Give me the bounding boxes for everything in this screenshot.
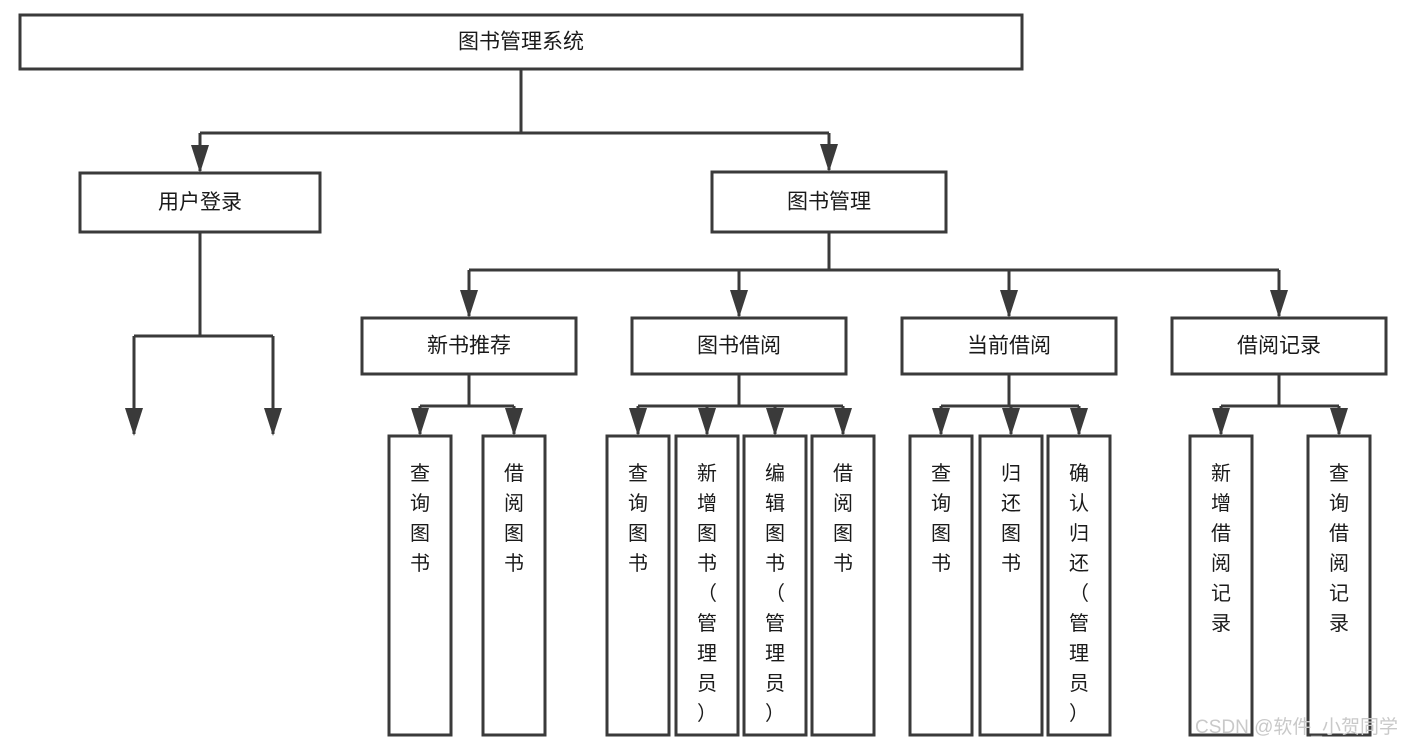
node-root[interactable]: 图书管理系统	[18, 13, 1024, 71]
node-label-book-borrow: 图书借阅	[697, 335, 781, 358]
node-leaf-confirm-return[interactable]: 确认归还（管理员）	[1046, 434, 1112, 737]
arrow-leaf-query-record	[1330, 408, 1348, 436]
node-box-book-borrow	[630, 316, 848, 376]
csdn-watermark: CSDN @软件_小贺同学	[1195, 716, 1398, 738]
arrow-leaf-query-book-3	[932, 408, 950, 436]
node-label-leaf-confirm-return: 确认归还（管理员）	[1069, 462, 1089, 725]
node-leaf-return-book[interactable]: 归还图书	[978, 434, 1044, 737]
arrow-leaf-add-record	[1212, 408, 1230, 436]
node-box-current-borrow	[900, 316, 1118, 376]
node-leaf-query-book-1[interactable]: 查询图书	[387, 434, 453, 737]
node-label-root: 图书管理系统	[458, 31, 584, 54]
node-label-leaf-query-book-1: 查询图书	[410, 462, 430, 575]
node-user-login[interactable]: 用户登录	[78, 171, 322, 234]
node-leaf-query-record[interactable]: 查询借阅记录	[1306, 434, 1372, 737]
node-label-user-login: 用户登录	[158, 191, 242, 214]
node-box-leaf-edit-book	[742, 434, 808, 737]
node-label-borrow-record: 借阅记录	[1237, 335, 1321, 358]
node-leaf-borrow-book-1[interactable]: 借阅图书	[481, 434, 547, 737]
node-label-leaf-add-record: 新增借阅记录	[1211, 462, 1231, 635]
arrow-borrow-record	[1270, 290, 1288, 318]
node-label-leaf-edit-book: 编辑图书（管理员）	[765, 462, 785, 725]
arrow-new-book-recommend	[460, 290, 478, 318]
node-box-leaf-add-book	[674, 434, 740, 737]
node-label-leaf-borrow-book-2: 借阅图书	[833, 462, 853, 575]
node-box-borrow-record	[1170, 316, 1388, 376]
node-current-borrow[interactable]: 当前借阅	[900, 316, 1118, 376]
node-box-leaf-query-record	[1306, 434, 1372, 737]
node-new-book-recommend[interactable]: 新书推荐	[360, 316, 578, 376]
node-label-leaf-query-book-2: 查询图书	[628, 462, 648, 575]
arrow-leaf-confirm-return	[1070, 408, 1088, 436]
node-box-root	[18, 13, 1024, 71]
node-leaf-query-book-2[interactable]: 查询图书	[605, 434, 671, 737]
node-box-leaf-query-book-2	[605, 434, 671, 737]
node-box-new-book-recommend	[360, 316, 578, 376]
node-book-borrow[interactable]: 图书借阅	[630, 316, 848, 376]
node-box-leaf-return-book	[978, 434, 1044, 737]
node-box-leaf-borrow-book-2	[810, 434, 876, 737]
node-label-leaf-borrow-book-1: 借阅图书	[504, 462, 524, 575]
node-label-new-book-recommend: 新书推荐	[427, 335, 511, 358]
node-leaf-borrow-book-2[interactable]: 借阅图书	[810, 434, 876, 737]
arrow-leaf-add-book	[698, 408, 716, 436]
node-box-leaf-add-record	[1188, 434, 1254, 737]
node-book-manage[interactable]: 图书管理	[710, 170, 948, 234]
arrow-book-manage	[820, 144, 838, 172]
arrow-leaf-borrow-book-2	[834, 408, 852, 436]
arrow-leaf-borrow-book-1	[505, 408, 523, 436]
node-label-leaf-query-record: 查询借阅记录	[1329, 462, 1349, 635]
node-label-leaf-query-book-3: 查询图书	[931, 462, 951, 575]
connector-layer	[125, 69, 1348, 436]
arrow-current-borrow	[1000, 290, 1018, 318]
node-borrow-record[interactable]: 借阅记录	[1170, 316, 1388, 376]
node-box-leaf-confirm-return	[1046, 434, 1112, 737]
node-box-leaf-borrow-book-1	[481, 434, 547, 737]
node-leaf-add-record[interactable]: 新增借阅记录	[1188, 434, 1254, 737]
arrow-leaf-edit-book	[766, 408, 784, 436]
node-box-leaf-query-book-3	[908, 434, 974, 737]
node-label-leaf-add-book: 新增图书（管理员）	[697, 462, 717, 725]
node-label-leaf-return-book: 归还图书	[1001, 462, 1021, 575]
node-label-book-manage: 图书管理	[787, 191, 871, 214]
node-box-book-manage	[710, 170, 948, 234]
arrow-leaf-user-logout	[264, 408, 282, 436]
node-label-current-borrow: 当前借阅	[967, 335, 1051, 358]
arrow-leaf-query-book-2	[629, 408, 647, 436]
node-leaf-query-book-3[interactable]: 查询图书	[908, 434, 974, 737]
node-box-leaf-query-book-1	[387, 434, 453, 737]
arrow-user-login	[191, 145, 209, 173]
node-leaf-edit-book[interactable]: 编辑图书（管理员）	[742, 434, 808, 737]
arrow-leaf-return-book	[1002, 408, 1020, 436]
arrow-leaf-query-book-1	[411, 408, 429, 436]
node-box-user-login	[78, 171, 322, 234]
arrow-book-borrow	[730, 290, 748, 318]
node-leaf-add-book[interactable]: 新增图书（管理员）	[674, 434, 740, 737]
arrow-leaf-user-login	[125, 408, 143, 436]
